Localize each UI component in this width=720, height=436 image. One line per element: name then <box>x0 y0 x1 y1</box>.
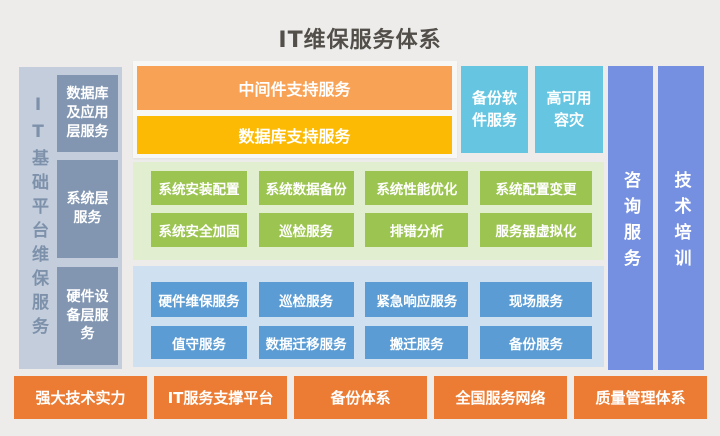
support-services-panel: 中间件支持服务 数据库支持服务 <box>133 61 457 158</box>
page-title: IT维保服务体系 <box>278 28 442 53</box>
middleware-support-bar: 中间件支持服务 <box>137 66 452 110</box>
hardware-service-box: 巡检服务 <box>258 282 354 317</box>
backup-software-box: 备份软件服务 <box>461 66 528 153</box>
system-service-box: 系统安全加固 <box>151 213 247 247</box>
consulting-service-bar: 咨询服务 <box>608 66 653 370</box>
hardware-service-box: 值守服务 <box>151 326 247 359</box>
capability-box-national-network: 全国服务网络 <box>434 376 567 419</box>
capability-box-tech-strength: 强大技术实力 <box>14 376 147 419</box>
capability-box-service-platform: IT服务支撑平台 <box>154 376 287 419</box>
system-service-box: 系统性能优化 <box>365 171 469 205</box>
hardware-services-panel: 硬件维保服务 巡检服务 紧急响应服务 现场服务 值守服务 数据迁移服务 搬迁服务… <box>133 266 604 367</box>
layer-box-system: 系统层服务 <box>57 160 118 258</box>
high-availability-box: 高可用容灾 <box>535 66 603 153</box>
capability-row: 强大技术实力 IT服务支撑平台 备份体系 全国服务网络 质量管理体系 <box>14 376 707 419</box>
system-service-box: 系统数据备份 <box>258 171 354 205</box>
hardware-service-box: 紧急响应服务 <box>365 282 469 317</box>
system-service-box: 排错分析 <box>365 213 469 247</box>
hardware-service-box: 数据迁移服务 <box>258 326 354 359</box>
hardware-service-box: 备份服务 <box>479 326 592 359</box>
capability-box-quality-management: 质量管理体系 <box>574 376 707 419</box>
left-platform-group: IT基础平台维保服务 数据库及应用层服务 系统层服务 硬件设备层服务 <box>19 67 122 369</box>
hardware-service-box: 搬迁服务 <box>365 326 469 359</box>
layer-box-database-application: 数据库及应用层服务 <box>57 75 118 152</box>
system-service-box: 巡检服务 <box>258 213 354 247</box>
system-service-box: 系统安装配置 <box>151 171 247 205</box>
hardware-service-box: 硬件维保服务 <box>151 282 247 317</box>
system-service-box: 服务器虚拟化 <box>479 213 592 247</box>
layer-box-hardware: 硬件设备层服务 <box>57 267 118 365</box>
technical-training-bar: 技术培训 <box>658 66 704 370</box>
hardware-service-box: 现场服务 <box>479 282 592 317</box>
left-platform-label: IT基础平台维保服务 <box>28 95 48 341</box>
capability-box-backup-system: 备份体系 <box>294 376 427 419</box>
database-support-bar: 数据库支持服务 <box>137 116 452 154</box>
system-service-box: 系统配置变更 <box>479 171 592 205</box>
system-services-panel: 系统安装配置 系统数据备份 系统性能优化 系统配置变更 系统安全加固 巡检服务 … <box>133 162 604 260</box>
